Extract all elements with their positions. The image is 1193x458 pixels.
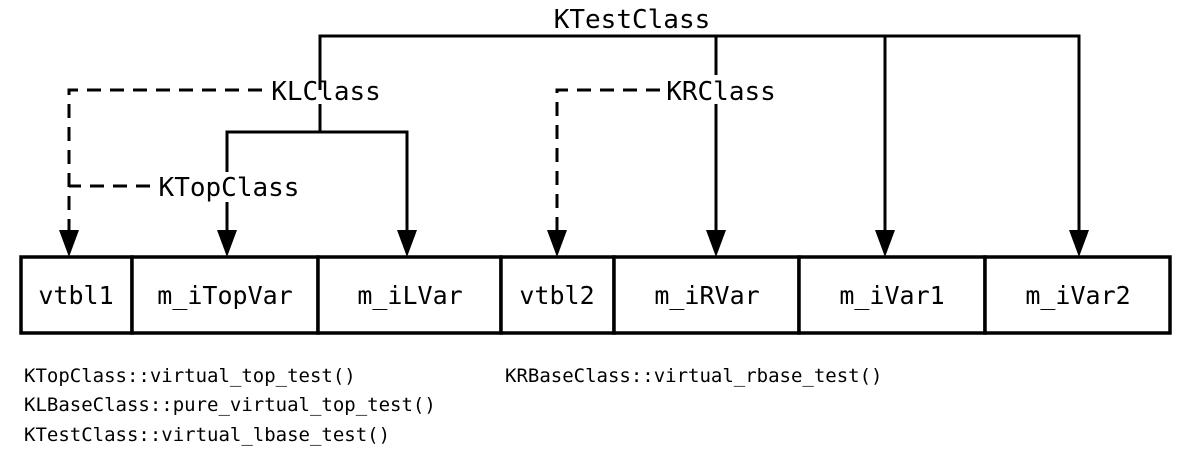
vtbl1-note-line: KTestClass::virtual_lbase_test() (24, 424, 390, 446)
klclass-to-vtbl1-arrow (59, 230, 79, 257)
cell-label-m-itopvar: m_iTopVar (157, 281, 292, 310)
klclass-bracket: KLClass (59, 77, 417, 257)
vtbl1-note-line: KTopClass::virtual_top_test() (24, 365, 356, 387)
krclass-to-vtbl2-dashed (555, 88, 660, 232)
klclass-to-lvar-arrow (397, 230, 417, 257)
memory-cell-vtbl1 (19, 255, 134, 335)
cell-label-m-irvar: m_iRVar (654, 281, 759, 310)
ktestclass-label-bg (540, 4, 728, 32)
krclass-bracket: KRClass (547, 77, 776, 257)
vtbl2-notes: KRBaseClass::virtual_rbase_test() (505, 365, 883, 387)
ktopclass-label-bg (150, 172, 306, 202)
ktestclass-to-var1-arrow (875, 230, 895, 257)
klclass-to-vtbl1-dashed (67, 88, 262, 232)
memory-cell-m-ivar2 (983, 255, 1172, 335)
ktestclass-bar (318, 34, 1081, 232)
memory-cell-m-irvar (612, 255, 801, 335)
vtbl2-note-line: KRBaseClass::virtual_rbase_test() (505, 365, 883, 387)
krclass-to-rvar-arrow (706, 230, 726, 257)
krclass-label: KRClass (666, 77, 776, 107)
klclass-label: KLClass (271, 77, 381, 107)
klclass-to-topvar-arrow (217, 230, 237, 257)
cell-label-m-ilvar: m_iLVar (357, 281, 462, 310)
cell-label-m-ivar1: m_iVar1 (839, 281, 944, 310)
memory-cell-m-ilvar (316, 255, 503, 335)
vtbl1-note-line: KLBaseClass::pure_virtual_top_test() (24, 394, 436, 416)
ktestclass-label: KTestClass (554, 5, 711, 35)
ktestclass-bracket: KTestClass (318, 4, 1089, 257)
vtbl1-notes: KTopClass::virtual_top_test() KLBaseClas… (24, 365, 436, 446)
memory-cell-m-itopvar (130, 255, 320, 335)
ktestclass-to-var2-arrow (1069, 230, 1089, 257)
ktopclass-label: KTopClass (159, 173, 300, 203)
cell-label-m-ivar2: m_iVar2 (1025, 281, 1130, 310)
cell-label-vtbl2: vtbl2 (519, 281, 594, 310)
krclass-to-vtbl2-arrow (547, 230, 567, 257)
memory-layout-row: vtbl1 m_iTopVar m_iLVar vtbl2 m_iRVar m_… (19, 255, 1172, 335)
cell-label-vtbl1: vtbl1 (38, 281, 113, 310)
memory-cell-vtbl2 (499, 255, 616, 335)
ktopclass-link: KTopClass (69, 172, 306, 203)
